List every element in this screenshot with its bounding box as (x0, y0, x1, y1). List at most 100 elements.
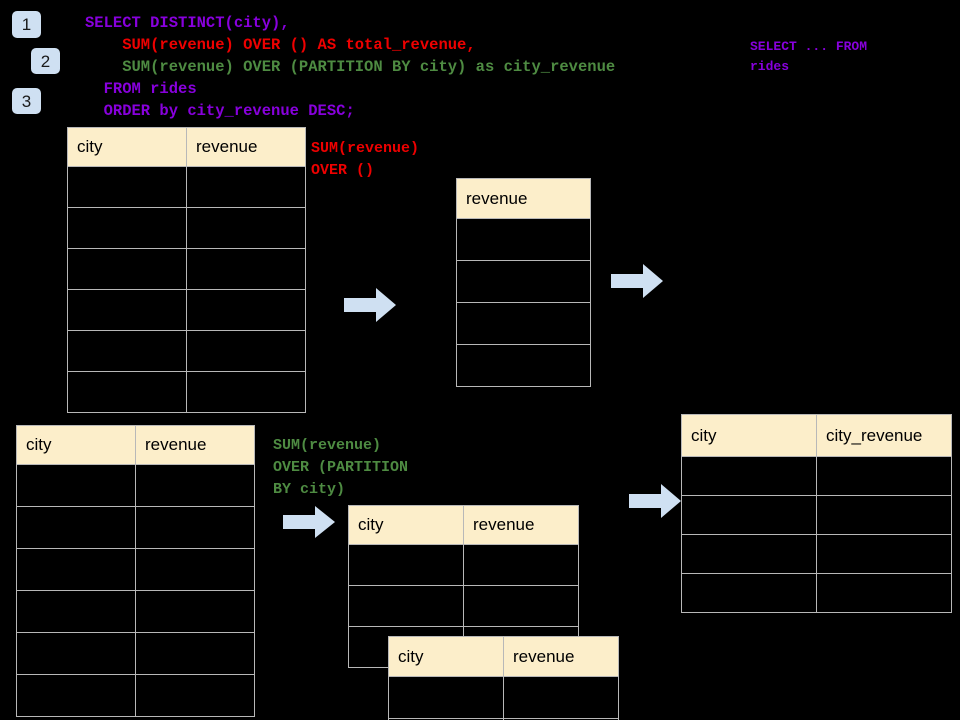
table-cell (816, 534, 952, 574)
partition-group-table-front: city revenue (388, 636, 619, 720)
rides-source-table-top: city revenue (67, 127, 306, 413)
table-header-row: revenue (456, 178, 591, 219)
annotation-total-window-line2: OVER () (311, 162, 375, 179)
table-cell (67, 166, 187, 208)
arrow-total-to-result (611, 264, 663, 298)
table-cell (186, 166, 306, 208)
table-cell (16, 464, 136, 507)
table-row (16, 632, 255, 675)
column-header-city: city (348, 505, 464, 545)
table-cell (135, 632, 255, 675)
step-badge-2: 2 (31, 48, 60, 74)
side-label-select-from-line2: rides (750, 59, 790, 74)
table-row (16, 464, 255, 507)
table-cell (681, 573, 817, 613)
table-cell (463, 544, 579, 586)
column-header-revenue: revenue (463, 505, 579, 545)
table-cell (135, 590, 255, 633)
table-row (456, 260, 591, 303)
table-cell (681, 534, 817, 574)
table-cell (135, 506, 255, 549)
table-cell (16, 548, 136, 591)
table-cell (186, 330, 306, 372)
sql-line-city-revenue: SUM(revenue) OVER (PARTITION BY city) as… (85, 58, 616, 76)
table-cell (816, 573, 952, 613)
annotation-partition-window-line3: BY city) (273, 481, 346, 498)
column-header-revenue: revenue (456, 178, 591, 219)
table-cell (186, 289, 306, 331)
table-cell (348, 544, 464, 586)
table-header-row: city revenue (16, 425, 255, 465)
side-label-select-from-line1: SELECT ... FROM (750, 39, 868, 54)
arrow-partition-to-result (629, 484, 681, 518)
table-cell (135, 548, 255, 591)
table-cell (67, 207, 187, 249)
table-row (388, 676, 619, 719)
sql-line-order-by: ORDER by city_revenue DESC; (85, 102, 355, 120)
table-cell (67, 330, 187, 372)
table-row (456, 344, 591, 387)
table-row (16, 674, 255, 717)
table-cell (135, 674, 255, 717)
rides-source-table-bottom: city revenue (16, 425, 255, 717)
table-cell (348, 585, 464, 627)
sql-line-select-distinct: SELECT DISTINCT(city), (85, 14, 290, 32)
table-cell (503, 676, 619, 719)
annotation-partition-window-line2: OVER (PARTITION (273, 459, 409, 476)
table-row (681, 573, 952, 613)
step-badge-1-label: 1 (21, 15, 32, 34)
table-row (16, 590, 255, 633)
table-cell (16, 632, 136, 675)
table-cell (463, 585, 579, 627)
table-cell (816, 456, 952, 496)
step-badge-2-label: 2 (40, 51, 51, 71)
table-cell (503, 718, 619, 720)
table-cell (16, 590, 136, 633)
table-row (681, 456, 952, 496)
table-cell (16, 674, 136, 717)
column-header-city: city (388, 636, 504, 677)
total-revenue-table: revenue (456, 178, 591, 387)
table-cell (456, 344, 591, 387)
table-row (456, 218, 591, 261)
step-badge-3-label: 3 (21, 91, 32, 111)
table-header-row: city revenue (388, 636, 619, 677)
step-badge-1: 1 (12, 11, 41, 38)
table-header-row: city revenue (348, 505, 579, 545)
column-header-city-revenue: city_revenue (816, 414, 952, 457)
table-row (67, 207, 306, 249)
table-row (67, 371, 306, 413)
table-cell (681, 495, 817, 535)
column-header-city: city (681, 414, 817, 457)
column-header-city: city (67, 127, 187, 167)
table-header-row: city city_revenue (681, 414, 952, 457)
table-cell (67, 371, 187, 413)
table-row (67, 289, 306, 331)
table-row (681, 495, 952, 535)
table-cell (67, 289, 187, 331)
column-header-revenue: revenue (503, 636, 619, 677)
result-city-revenue-table: city city_revenue (681, 414, 952, 613)
table-cell (16, 506, 136, 549)
table-row (388, 718, 619, 720)
table-cell (456, 218, 591, 261)
column-header-revenue: revenue (186, 127, 306, 167)
table-cell (816, 495, 952, 535)
table-row (681, 534, 952, 574)
table-cell (135, 464, 255, 507)
table-cell (186, 248, 306, 290)
column-header-revenue: revenue (135, 425, 255, 465)
table-row (16, 548, 255, 591)
column-header-city: city (16, 425, 136, 465)
step-badge-3: 3 (12, 88, 41, 114)
annotation-partition-window-line1: SUM(revenue) (273, 437, 382, 454)
table-row (348, 544, 579, 586)
arrow-rides-to-total (344, 288, 396, 322)
table-cell (388, 676, 504, 719)
table-row (456, 302, 591, 345)
table-row (67, 330, 306, 372)
annotation-total-window-line1: SUM(revenue) (311, 140, 420, 157)
arrow-rides-to-partition (283, 506, 335, 538)
table-cell (681, 456, 817, 496)
